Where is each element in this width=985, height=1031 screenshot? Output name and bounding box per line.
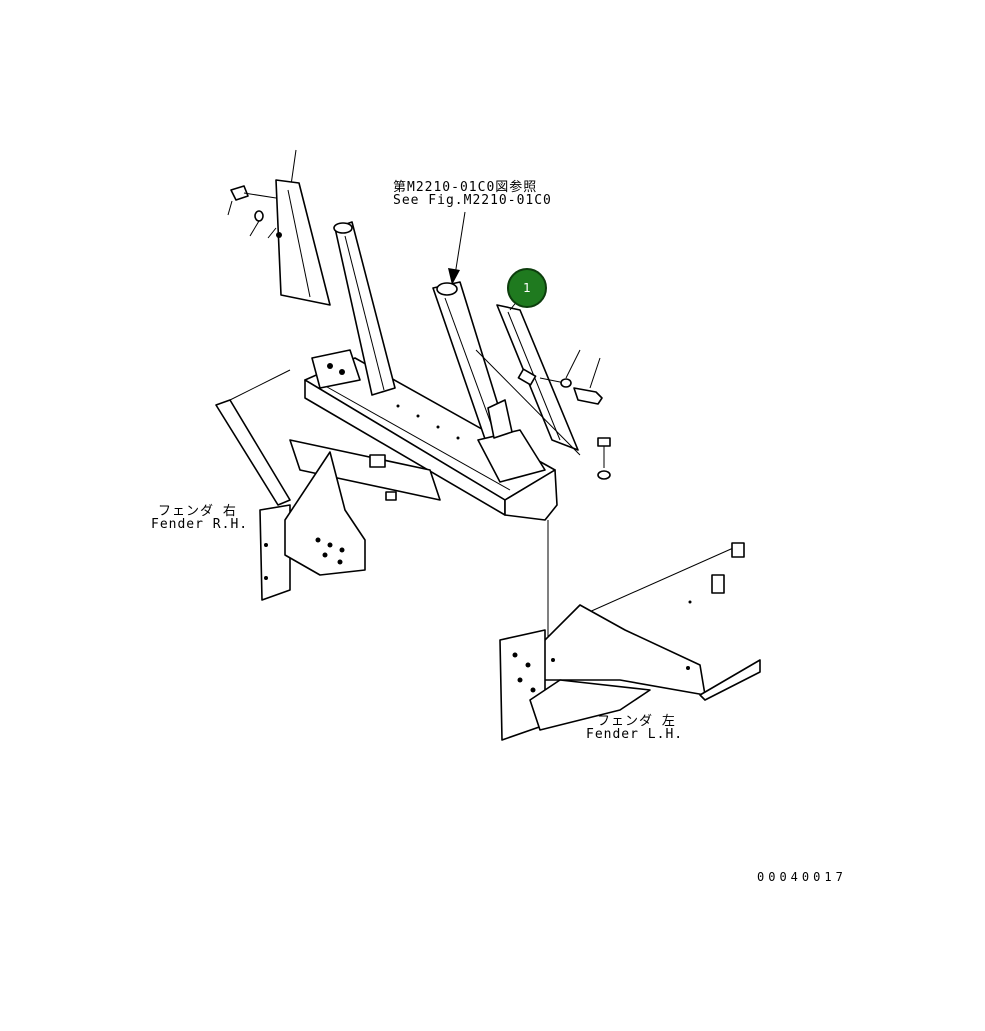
upper-left-cover-plate xyxy=(227,149,331,306)
fender-rh-label-ja: フェンダ 右 xyxy=(158,504,237,519)
fender-lh-label-en: Fender L.H. xyxy=(586,727,684,742)
fender-lh-label-ja: フェンダ 左 xyxy=(597,714,676,729)
right-cover-plate xyxy=(475,304,611,480)
reference-label-en: See Fig.M2210-01C0 xyxy=(393,193,552,208)
fender-lh-assembly xyxy=(499,542,761,741)
drawing-number: 00040017 xyxy=(757,870,847,884)
callout-number: 1 xyxy=(523,281,531,295)
left-upright-bracket xyxy=(311,221,396,396)
part-callout-1[interactable]: 1 xyxy=(507,268,547,308)
fender-rh-assembly xyxy=(215,369,441,601)
center-upright-bracket xyxy=(432,281,546,483)
reference-arrow-line xyxy=(454,211,466,276)
reference-label-ja: 第M2210-01C0図参照 xyxy=(393,180,538,195)
fender-rh-label-en: Fender R.H. xyxy=(151,517,249,532)
reference-arrowhead xyxy=(448,268,460,285)
